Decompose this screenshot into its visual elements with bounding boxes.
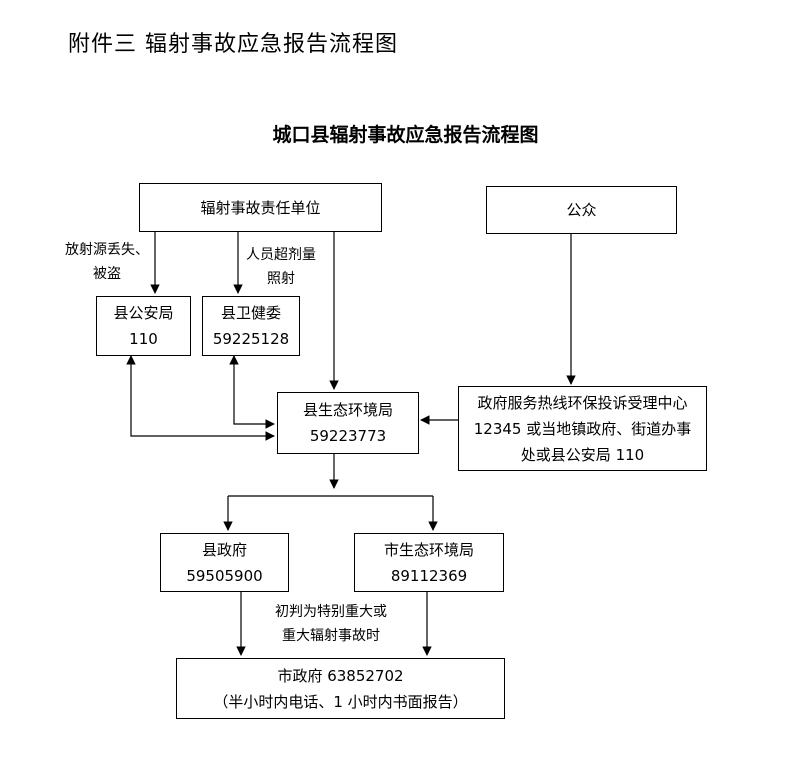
node-county-eco-name: 县生态环境局	[302, 401, 393, 419]
node-county-health-name: 县卫健委	[220, 304, 281, 322]
node-city-government-note: （半小时内电话、1 小时内书面报告）	[213, 692, 468, 711]
node-county-police: 县公安局 110	[96, 296, 191, 356]
node-county-government: 县政府 59505900	[160, 533, 289, 592]
node-county-police-phone: 110	[129, 330, 158, 348]
node-public-label: 公众	[566, 201, 597, 219]
node-public: 公众	[486, 186, 677, 234]
node-responsible-unit: 辐射事故责任单位	[139, 183, 382, 232]
node-county-government-name: 县政府	[201, 540, 247, 559]
node-city-eco: 市生态环境局 89112369	[354, 533, 504, 592]
node-responsible-unit-label: 辐射事故责任单位	[200, 198, 321, 217]
edge-label-major-incident-line1: 初判为特别重大或	[275, 604, 387, 620]
node-county-eco: 县生态环境局 59223773	[277, 392, 419, 454]
edge-label-major-incident-line2: 重大辐射事故时	[282, 628, 380, 644]
node-county-eco-phone: 59223773	[309, 427, 387, 445]
edge-label-overdose: 人员超剂量 照射	[236, 243, 326, 291]
edge-label-source-lost: 放射源丢失、 被盗	[52, 238, 162, 286]
node-city-government: 市政府 63852702 （半小时内电话、1 小时内书面报告）	[176, 658, 505, 719]
node-city-government-phone: 市政府 63852702	[277, 666, 404, 685]
node-county-police-name: 县公安局	[113, 304, 174, 322]
node-city-eco-name: 市生态环境局	[383, 540, 474, 559]
flowchart-title: 城口县辐射事故应急报告流程图	[272, 124, 539, 146]
node-county-health: 县卫健委 59225128	[202, 296, 300, 356]
edge-label-source-lost-line2: 被盗	[93, 266, 121, 282]
node-hotline-center-label: 政府服务热线环保投诉受理中心 12345 或当地镇政府、街道办事处或县公安局 1…	[473, 393, 692, 464]
arrow-eco-health-bidirectional	[229, 355, 275, 429]
arrow-eco-police-bidirectional	[126, 355, 275, 441]
node-county-health-phone: 59225128	[212, 330, 290, 348]
edge-label-overdose-line1: 人员超剂量	[246, 247, 316, 263]
edge-label-major-incident: 初判为特别重大或 重大辐射事故时	[263, 600, 399, 648]
node-city-eco-phone: 89112369	[390, 566, 468, 585]
edge-label-overdose-line2: 照射	[267, 271, 295, 287]
node-county-government-phone: 59505900	[186, 566, 263, 585]
document-title: 附件三 辐射事故应急报告流程图	[68, 32, 398, 57]
node-hotline-center: 政府服务热线环保投诉受理中心 12345 或当地镇政府、街道办事处或县公安局 1…	[458, 386, 707, 471]
edge-label-source-lost-line1: 放射源丢失、	[65, 242, 149, 258]
